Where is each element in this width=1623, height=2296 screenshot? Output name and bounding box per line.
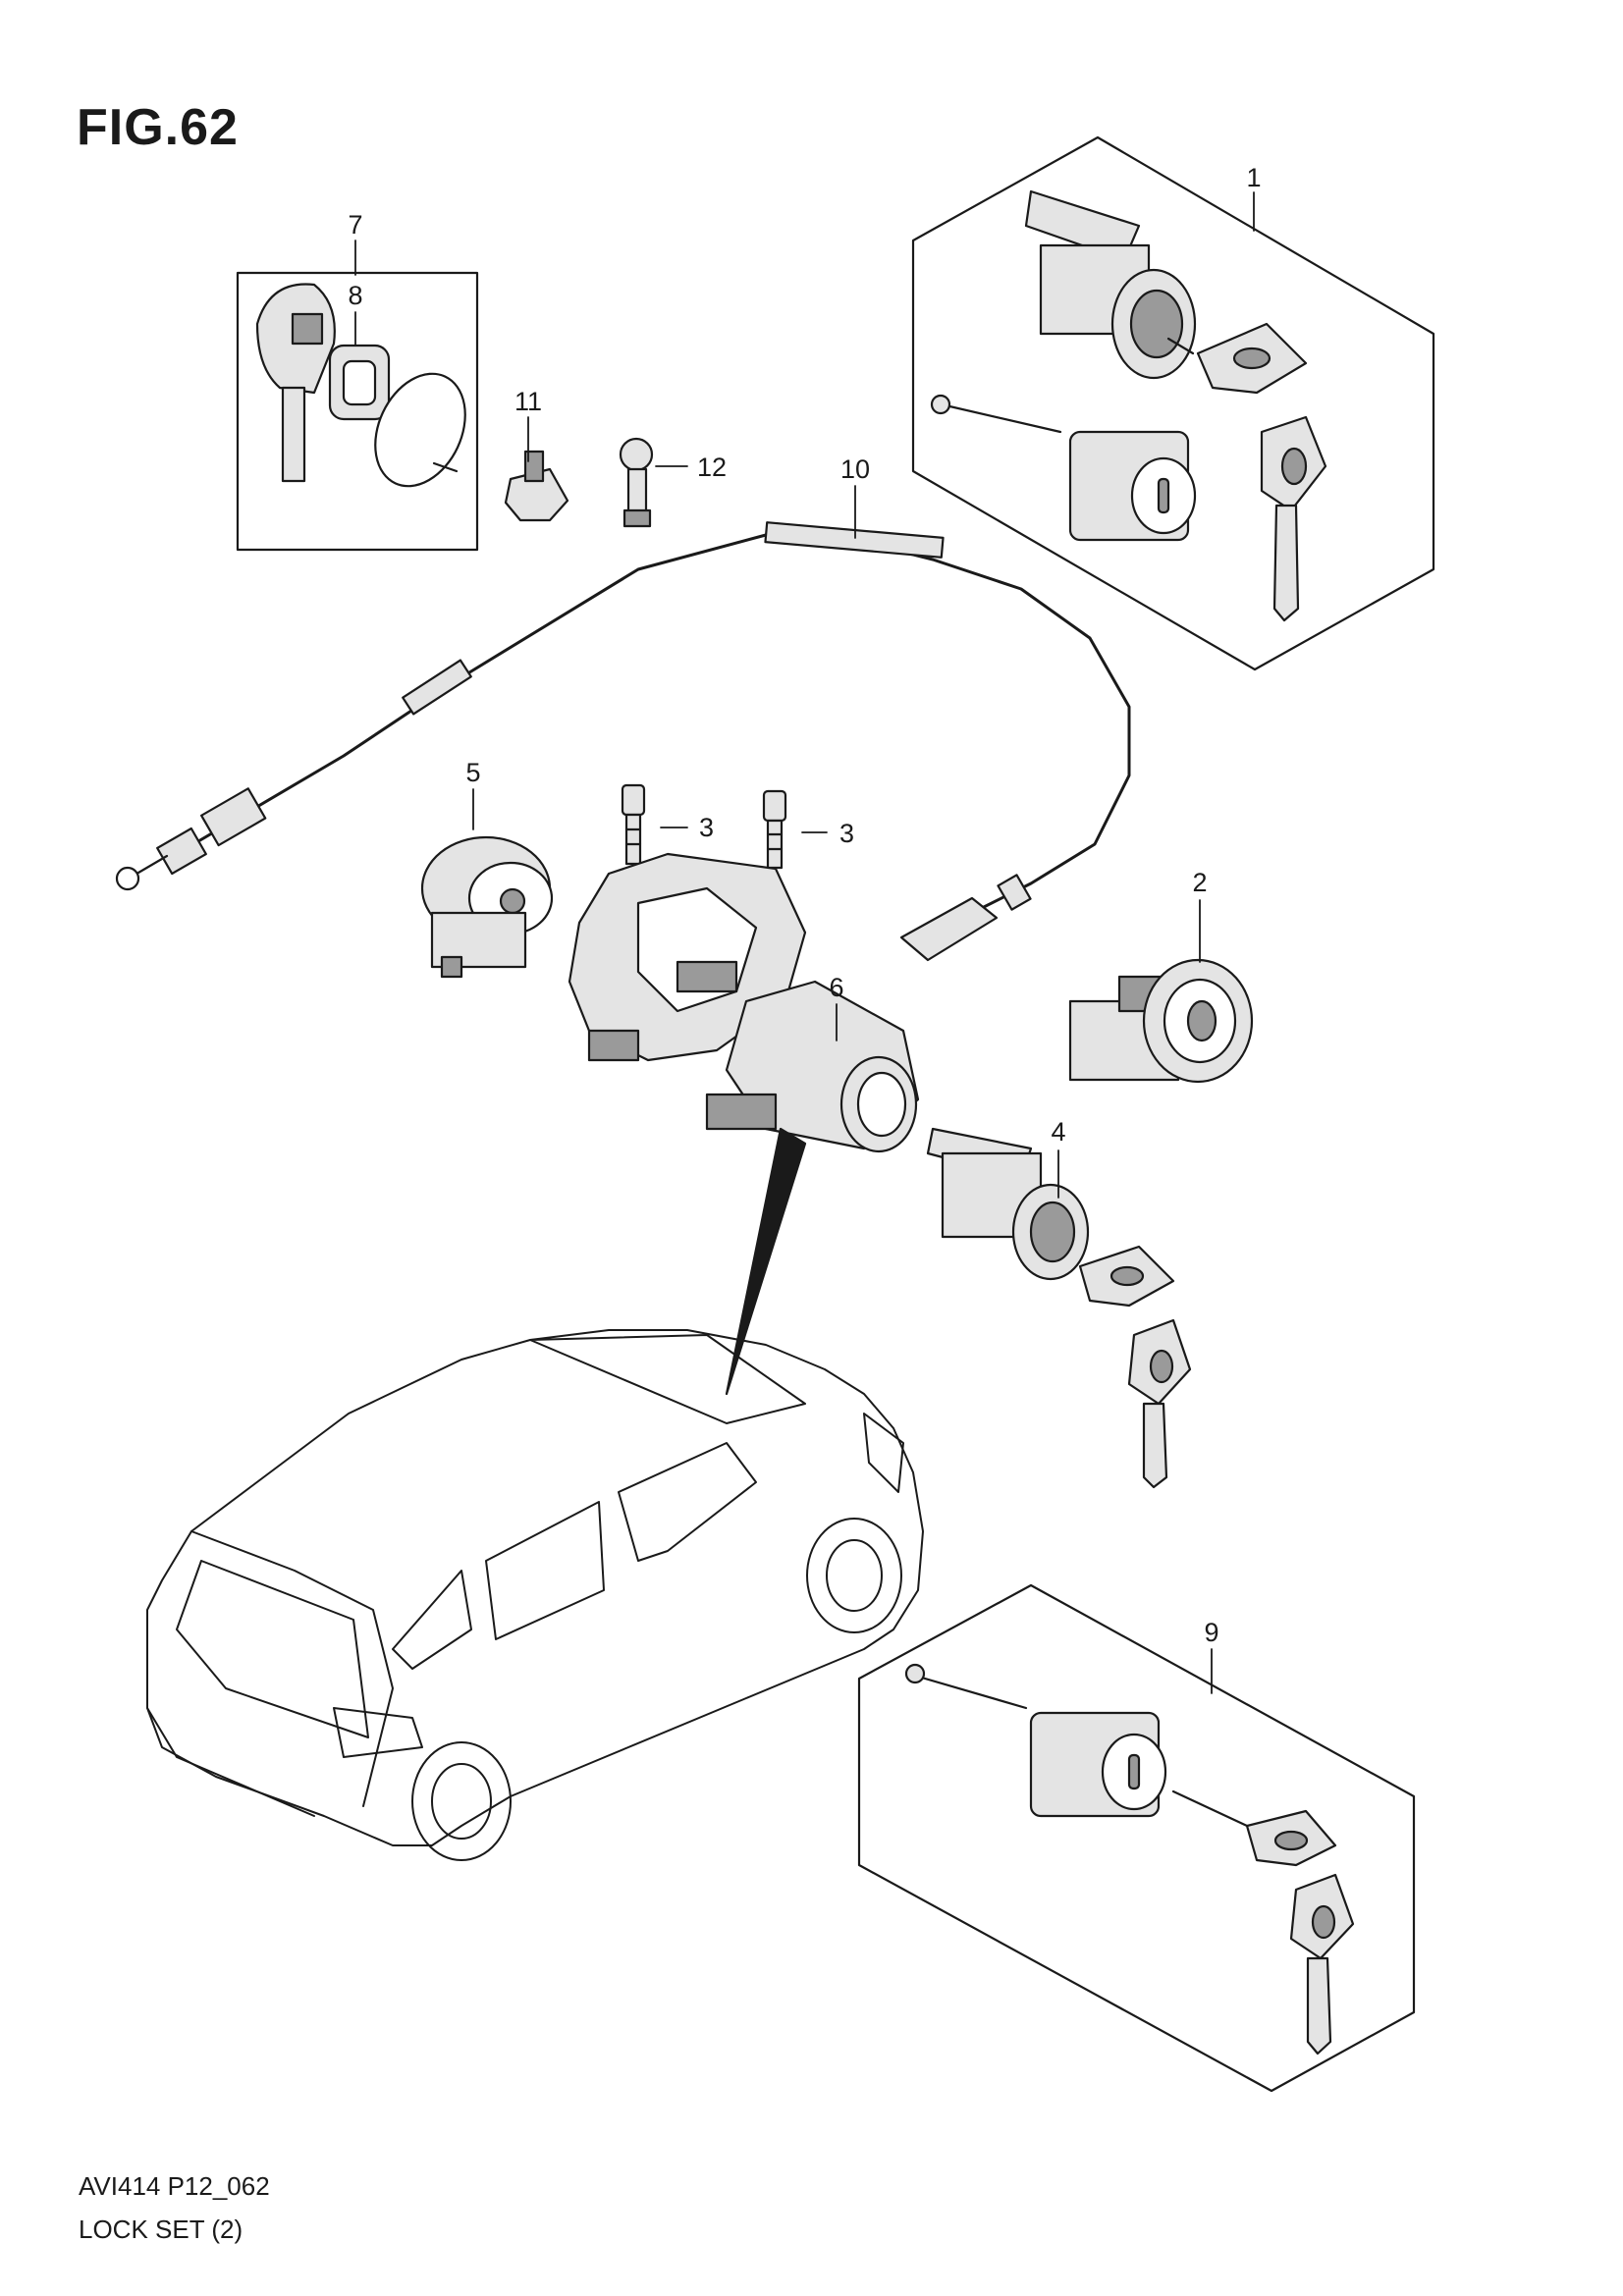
leader-lines xyxy=(354,191,1255,1694)
cable-10 xyxy=(115,521,1131,962)
door-lock-1 xyxy=(930,394,1197,542)
bolt-3-right xyxy=(762,789,787,870)
box-lock-set-1 xyxy=(911,135,1435,671)
callout-8: 8 xyxy=(348,281,362,310)
part-12 xyxy=(619,437,654,528)
cable-end-left xyxy=(115,787,267,891)
callout-4: 4 xyxy=(1051,1117,1065,1147)
callout-9: 9 xyxy=(1204,1618,1218,1647)
callout-5: 5 xyxy=(465,758,480,787)
door-lock-9 xyxy=(904,1663,1167,1818)
key-pair-9 xyxy=(1171,1789,1355,2056)
callout-10: 10 xyxy=(840,454,870,484)
callout-2: 2 xyxy=(1192,868,1207,897)
diagram-code: AVI414 P12_062 xyxy=(79,2171,270,2201)
box-key-set-9 xyxy=(857,1583,1416,2093)
callout-6: 6 xyxy=(829,973,843,1002)
callout-7: 7 xyxy=(348,210,362,240)
cable-end-right xyxy=(899,874,1032,962)
vehicle-outline xyxy=(146,1329,924,1861)
cover-8 xyxy=(374,372,466,488)
key-pair-1 xyxy=(1166,322,1327,622)
callout-12: 12 xyxy=(697,453,727,482)
steering-lock-6 xyxy=(568,852,920,1396)
part-11 xyxy=(504,450,569,522)
callout-3-right: 3 xyxy=(839,819,854,848)
battery-8 xyxy=(328,344,391,421)
figure-title: FIG.62 xyxy=(77,99,239,156)
callout-11: 11 xyxy=(514,387,542,416)
diagram-name: LOCK SET (2) xyxy=(79,2215,243,2244)
callout-1: 1 xyxy=(1246,163,1261,192)
callout-labels: 1 2 3 3 4 5 6 7 8 9 10 11 12 xyxy=(348,163,1261,1647)
door-cylinder-2 xyxy=(1068,958,1254,1084)
bolt-3-left xyxy=(621,783,646,866)
box-key-transmitter-7 xyxy=(236,271,479,552)
key-head-7 xyxy=(255,283,336,483)
callout-3-left: 3 xyxy=(699,813,714,842)
cylinder-keys-4 xyxy=(926,1127,1192,1489)
ignition-cylinder-1 xyxy=(1024,189,1197,380)
switch-5 xyxy=(420,835,554,979)
